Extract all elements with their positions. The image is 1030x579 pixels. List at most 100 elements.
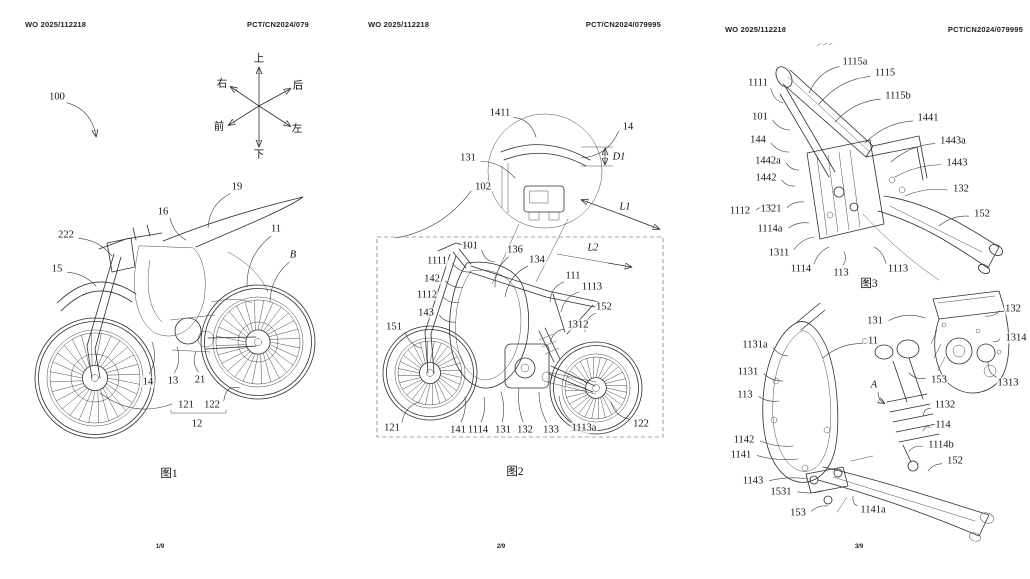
- leader-line: [460, 396, 466, 423]
- figure-label: 100: [48, 91, 66, 103]
- publication-number: WO 2025/112218: [368, 20, 430, 29]
- frame-swingarm-line-art: [775, 42, 1003, 281]
- leader-line: [518, 387, 524, 423]
- leader-line: [984, 310, 1000, 317]
- leader-line: [818, 76, 871, 105]
- leader-line: [834, 98, 881, 123]
- page-number-3: 3/9: [854, 544, 864, 550]
- figure-label: 1113: [580, 281, 604, 293]
- figure-label: 1321: [759, 203, 783, 215]
- figure-label: 111: [564, 270, 582, 282]
- compass-front-label: 前: [213, 121, 225, 133]
- figure-label: 1314: [1004, 332, 1028, 344]
- leader-line: [223, 387, 241, 402]
- leader-line: [785, 162, 800, 171]
- figure-label: 132: [952, 183, 970, 195]
- orientation-compass: [229, 68, 290, 146]
- leader-line: [269, 261, 290, 303]
- page-number-2: 2/9: [496, 544, 506, 550]
- figure-label: 1114: [466, 424, 490, 436]
- figure-label: 12: [190, 418, 204, 430]
- figure-label: 1114: [789, 263, 813, 275]
- figure-label: 222: [57, 229, 75, 241]
- leader-line: [401, 401, 420, 423]
- publication-number: WO 2025/112218: [725, 25, 787, 34]
- figure-label: 131: [494, 424, 512, 436]
- leader-line: [207, 193, 231, 229]
- figure-label: 1441: [916, 112, 940, 124]
- dimension-lines: [556, 146, 659, 267]
- leader-line: [908, 372, 926, 380]
- spoked-wheel: [549, 341, 643, 435]
- leader-line: [99, 392, 173, 410]
- figure-label: 1114a: [756, 223, 784, 235]
- compass-down-label: 下: [253, 149, 265, 161]
- figure-label: 153: [930, 374, 948, 386]
- application-number: PCT/CN2024/079: [247, 20, 309, 29]
- patent-page-3: WO 2025/112218 PCT/CN2024/079995: [687, 0, 1030, 579]
- leader-line: [808, 66, 840, 94]
- figure-label: 1113: [886, 263, 910, 275]
- figure-label: 1113a: [570, 422, 598, 434]
- leader-line: [513, 117, 537, 138]
- leader-line: [769, 477, 809, 482]
- leader-line: [610, 401, 631, 420]
- figure-label: 151: [385, 321, 403, 333]
- figure-label: L2: [586, 242, 600, 254]
- figure-label: 1141: [729, 449, 753, 461]
- figure-label: 152: [595, 301, 613, 313]
- figure-label: L1: [618, 201, 632, 213]
- leader-line: [786, 201, 805, 208]
- leader-line: [193, 351, 199, 373]
- leader-line: [822, 343, 863, 359]
- leader-line: [904, 188, 948, 197]
- figure-label: 132: [1004, 303, 1022, 315]
- figure-label: 122: [203, 399, 221, 411]
- leader-line: [404, 331, 422, 349]
- leader-line: [793, 236, 815, 250]
- leader-line: [549, 328, 565, 343]
- figure-2-drawing: [376, 113, 664, 438]
- figure-label: 101: [751, 111, 769, 123]
- leader-line: [770, 87, 784, 104]
- compass-right-label: 右: [216, 78, 228, 90]
- leader-line: [811, 505, 829, 512]
- leader-line: [927, 463, 943, 472]
- leader-line: [781, 179, 796, 187]
- figure-label: 136: [506, 244, 524, 256]
- figure-label: 1112: [728, 205, 752, 217]
- figure-label: D1: [611, 151, 627, 163]
- leader-line: [445, 280, 464, 288]
- leader-line: [558, 395, 573, 422]
- figure-bounding-dashed-box: [376, 236, 664, 438]
- leader-line: [852, 495, 858, 506]
- leader-line: [438, 314, 457, 323]
- figure-label: 19: [230, 181, 244, 193]
- figure-label: 13: [166, 375, 180, 387]
- leader-line: [394, 190, 472, 239]
- figure-label: 1141a: [859, 504, 887, 516]
- leader-line: [842, 251, 846, 266]
- figure-label: 1443a: [939, 135, 967, 147]
- figure-label: 121: [383, 422, 401, 434]
- leader-line: [797, 490, 824, 494]
- figure-label: 1442a: [754, 155, 782, 167]
- application-number: PCT/CN2024/079995: [947, 25, 1023, 34]
- figure-label: 1411: [488, 107, 512, 119]
- leader-line: [504, 265, 529, 298]
- leader-line: [813, 246, 830, 265]
- patent-page-2: WO 2025/112218 PCT/CN2024/079995: [343, 0, 688, 579]
- leader-line: [908, 445, 923, 452]
- leader-line: [494, 256, 509, 288]
- leader-line: [757, 455, 799, 460]
- figure-label: 11: [866, 335, 880, 347]
- motorcycle-line-art: [34, 196, 316, 439]
- leader-line: [922, 426, 931, 432]
- figure-label: 14: [621, 121, 635, 133]
- leader-line: [864, 120, 914, 144]
- leader-line: [481, 250, 496, 263]
- patent-page-1: WO 2025/112218 PCT/CN2024/079: [0, 0, 344, 579]
- figure-label: 14: [141, 376, 155, 388]
- figure-1-drawing: [34, 0, 316, 439]
- leader-line: [580, 131, 619, 159]
